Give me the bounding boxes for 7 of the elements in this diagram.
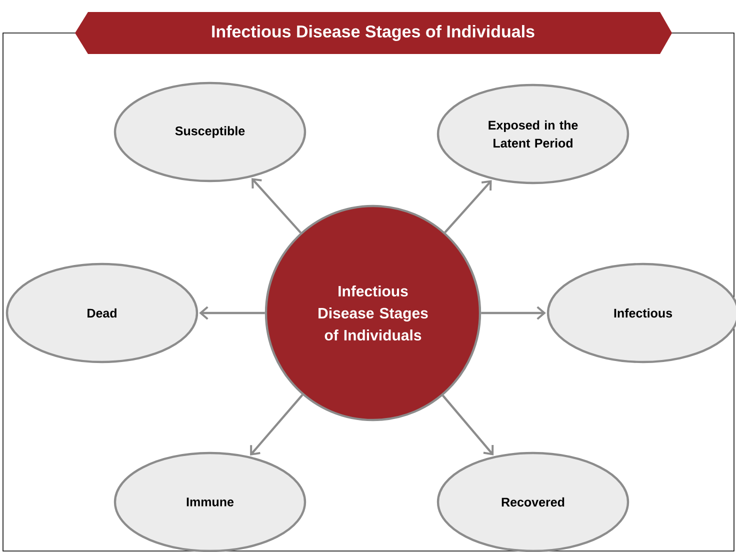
- arrow: [442, 394, 494, 456]
- arrow: [199, 306, 265, 320]
- arrow: [252, 178, 302, 234]
- arrow: [481, 306, 546, 320]
- arrow: [250, 394, 304, 456]
- title-banner: Infectious Disease Stages of Individuals: [75, 12, 672, 54]
- arrow: [444, 180, 492, 234]
